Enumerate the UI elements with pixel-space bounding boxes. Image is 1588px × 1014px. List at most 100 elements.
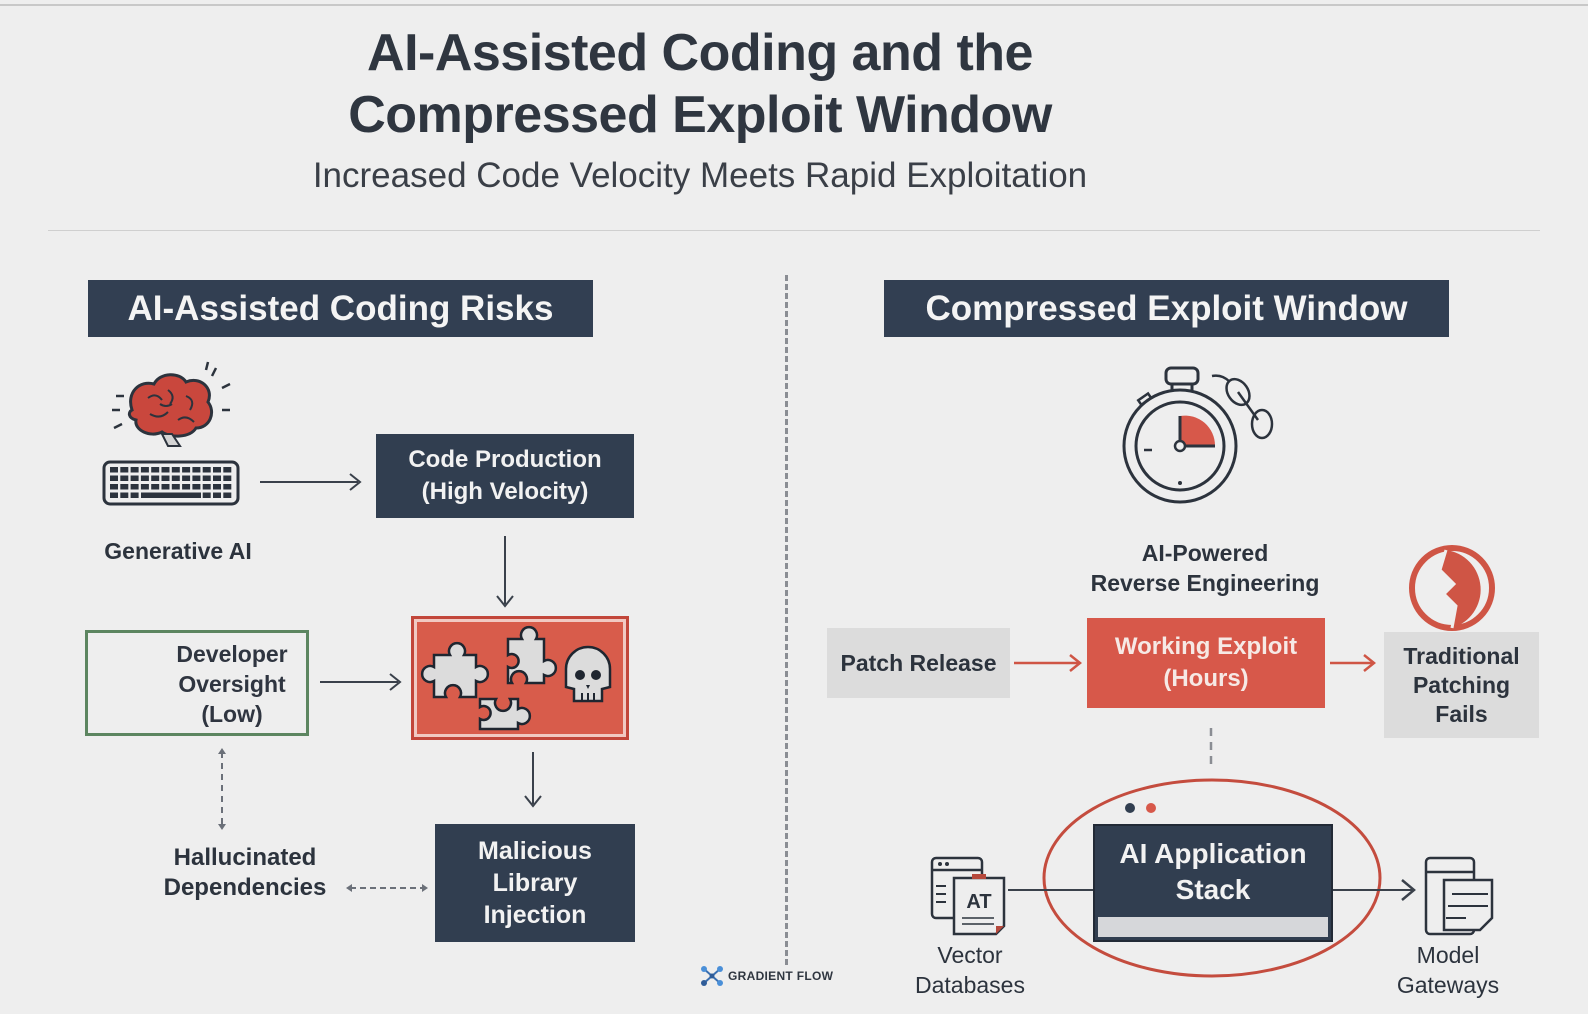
keyboard-key xyxy=(110,484,118,490)
reverse-engineering-line1: AI-Powered xyxy=(1141,540,1269,566)
arrow-exploit-to-patching-fails xyxy=(1330,654,1377,672)
oversight-line1: Developer xyxy=(176,641,288,667)
title-line-2: Compressed Exploit Window xyxy=(348,86,1052,144)
page-subtitle: Increased Code Velocity Meets Rapid Expl… xyxy=(312,156,1088,195)
arrow-genai-to-code xyxy=(260,473,362,491)
malicious-line3: Injection xyxy=(483,901,587,929)
status-dot-navy xyxy=(1125,803,1135,813)
malicious-line1: Malicious xyxy=(478,837,592,865)
hallucinated-line1: Hallucinated xyxy=(173,844,317,871)
ai-stack-line2: Stack xyxy=(1175,874,1251,905)
keyboard-key xyxy=(120,484,129,490)
code-production-line2: (High Velocity) xyxy=(421,478,589,505)
keyboard-key xyxy=(182,475,191,481)
generative-ai-label: Generative AI xyxy=(104,538,252,564)
patch-release-box: Patch Release xyxy=(827,628,1010,698)
gateways-line2: Gateways xyxy=(1396,972,1500,998)
keyboard-key xyxy=(223,484,232,490)
keyboard-key xyxy=(110,492,118,498)
arrow-code-to-components xyxy=(496,536,514,608)
reverse-engineering-label: AI-Powered Reverse Engineering xyxy=(1080,538,1330,598)
title-line-1: AI-Assisted Coding and the xyxy=(367,24,1033,82)
developer-oversight-text: Developer Oversight (Low) xyxy=(158,639,306,729)
ellipse-highlight xyxy=(1042,778,1382,978)
keyboard-key xyxy=(130,492,139,498)
vector-line2: Databases xyxy=(915,972,1025,998)
gateways-line1: Model xyxy=(1416,942,1480,968)
keyboard-key xyxy=(202,484,211,490)
code-production-box: Code Production (High Velocity) xyxy=(376,434,634,518)
panel-divider xyxy=(785,275,788,965)
puzzle-piece-icon xyxy=(478,697,532,731)
keyboard-key xyxy=(151,475,160,481)
left-panel-banner: AI-Assisted Coding Risks xyxy=(88,280,593,337)
keyboard-key xyxy=(171,484,180,490)
keyboard-key xyxy=(223,467,232,473)
brain-icon xyxy=(112,361,231,447)
traditional-line2: Patching xyxy=(1412,671,1511,698)
keyboard-key xyxy=(192,467,201,473)
keyboard-key xyxy=(140,467,149,473)
dashed-arrow-hallucinated-malicious xyxy=(346,884,428,892)
keyboard-key xyxy=(130,484,139,490)
hallucinated-line2: Dependencies xyxy=(163,874,327,901)
working-exploit-box: Working Exploit (Hours) xyxy=(1087,618,1325,708)
keyboard-key xyxy=(213,484,221,490)
keyboard-key xyxy=(223,492,232,498)
arrow-stack-to-gateways xyxy=(1333,879,1416,901)
puzzle-piece-icon xyxy=(420,641,490,699)
keyboard-icon xyxy=(102,460,240,506)
arrow-oversight-to-components xyxy=(320,673,402,691)
keyboard-key xyxy=(130,467,139,473)
logo-text: GRADIENT FLOW xyxy=(728,969,834,983)
oversight-line3: (Low) xyxy=(201,701,263,727)
keyboard-key xyxy=(161,484,170,490)
patch-release-label: Patch Release xyxy=(840,649,997,676)
keyboard-key xyxy=(223,475,232,481)
right-panel-title: Compressed Exploit Window xyxy=(925,288,1408,328)
keyboard-key xyxy=(161,475,170,481)
model-gateways-label: Model Gateways xyxy=(1378,940,1518,1000)
arrow-patch-to-exploit xyxy=(1014,654,1083,672)
dashed-arrow-oversight-hallucinated xyxy=(218,748,226,830)
code-production-line1: Code Production xyxy=(408,446,602,473)
keyboard-key xyxy=(120,467,129,473)
traditional-line1: Traditional xyxy=(1403,642,1520,669)
keyboard-key xyxy=(110,475,118,481)
malicious-library-box: Malicious Library Injection xyxy=(435,824,635,942)
hallucinated-dependencies-label: Hallucinated Dependencies xyxy=(145,843,345,903)
keyboard-key xyxy=(151,467,160,473)
left-panel-title: AI-Assisted Coding Risks xyxy=(127,288,554,328)
chain-link-icon xyxy=(1211,374,1274,440)
arrow-components-to-malicious xyxy=(524,752,542,808)
network-logo-icon xyxy=(701,966,723,986)
vector-line1: Vector xyxy=(937,942,1003,968)
status-dot-red xyxy=(1146,803,1156,813)
reverse-engineering-line2: Reverse Engineering xyxy=(1090,570,1320,596)
puzzle-piece-icon xyxy=(506,625,558,685)
keyboard-key xyxy=(202,492,211,498)
keyboard-key xyxy=(182,467,191,473)
working-exploit-line1: Working Exploit xyxy=(1114,633,1298,660)
right-panel-banner: Compressed Exploit Window xyxy=(884,280,1449,337)
keyboard-key xyxy=(213,467,221,473)
keyboard-key xyxy=(213,492,221,498)
keyboard-key xyxy=(182,484,191,490)
keyboard-key xyxy=(171,475,180,481)
traditional-line3: Fails xyxy=(1435,700,1488,727)
vulnerable-components-box xyxy=(411,616,629,740)
developer-oversight-box: Developer Oversight (Low) xyxy=(85,630,309,736)
vector-database-icon-text: AT xyxy=(966,891,991,913)
ai-stack-text: AI Application Stack xyxy=(1095,836,1331,908)
keyboard-key xyxy=(202,467,211,473)
keyboard-key xyxy=(140,475,149,481)
vector-database-icon: AT xyxy=(930,856,1006,936)
keyboard-key xyxy=(140,484,149,490)
stopwatch-icon xyxy=(1122,366,1238,504)
gradient-flow-logo: GRADIENT FLOW xyxy=(700,965,833,987)
traditional-patching-box: Traditional Patching Fails xyxy=(1384,632,1539,738)
top-border xyxy=(0,4,1588,6)
keyboard-spacebar xyxy=(141,492,201,498)
header-divider xyxy=(48,230,1540,231)
keyboard-key xyxy=(171,467,180,473)
